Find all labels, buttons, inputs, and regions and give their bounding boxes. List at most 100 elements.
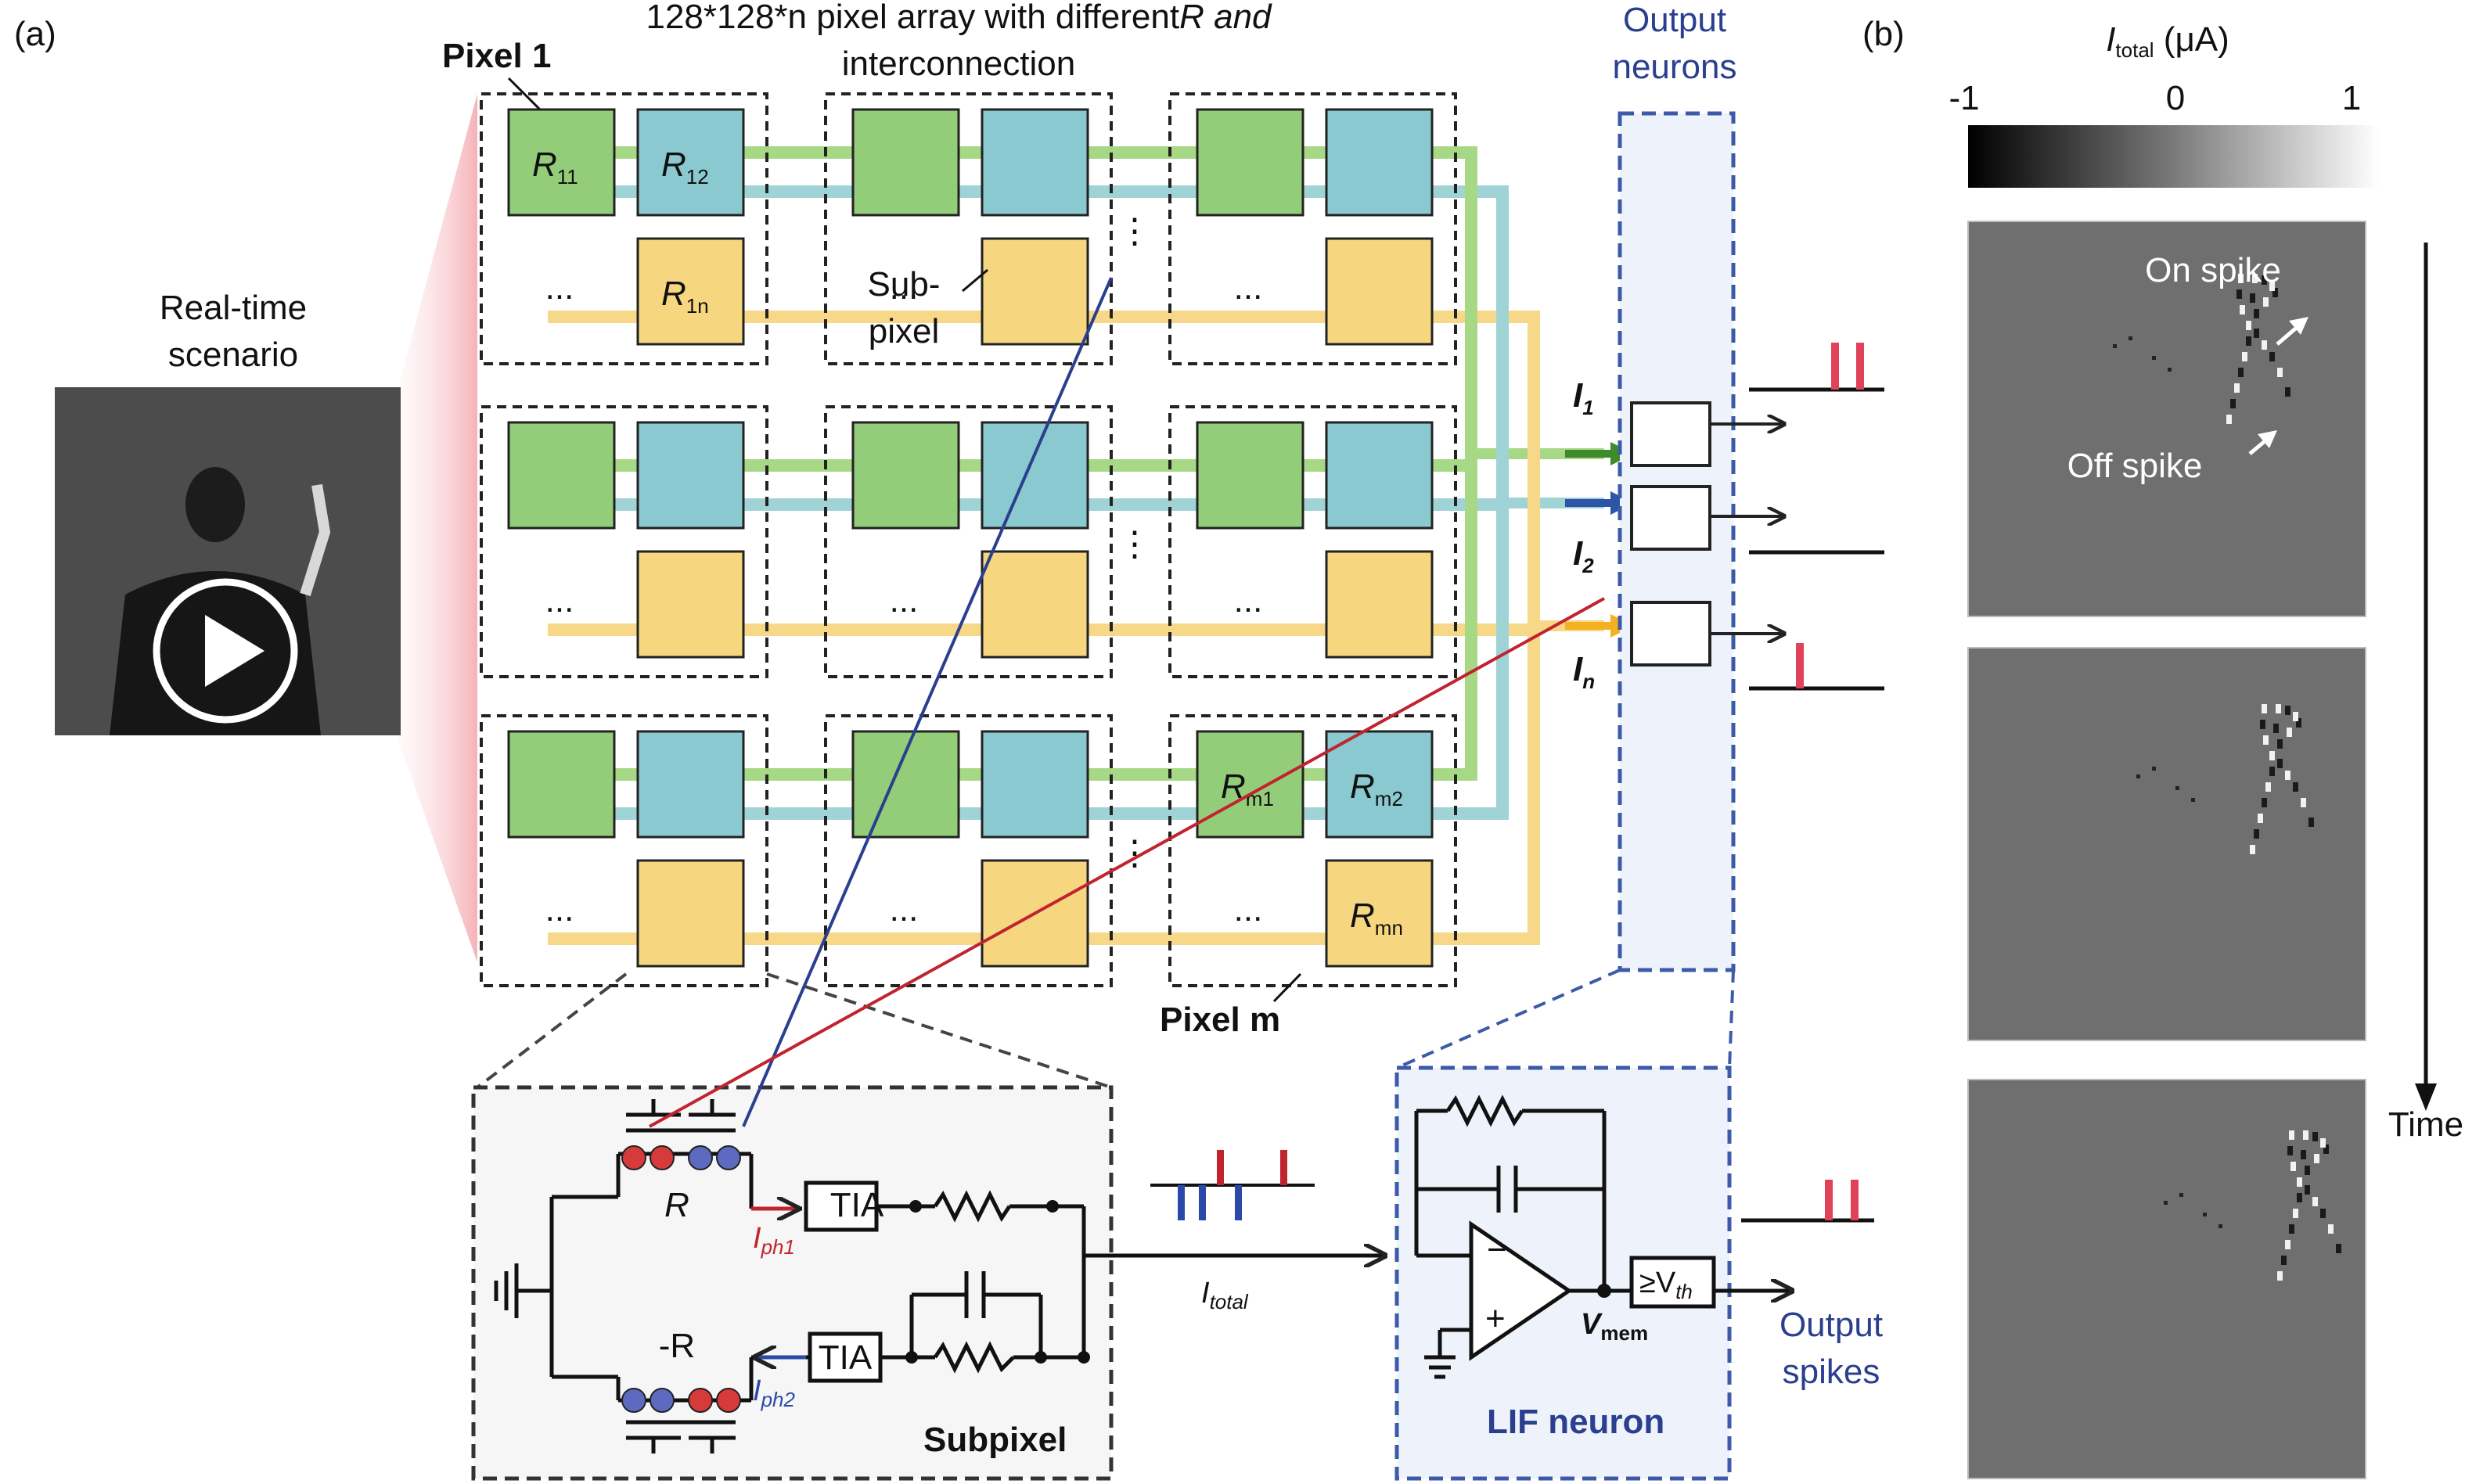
- colorbar-title: Itotal (μA): [2106, 20, 2229, 62]
- event-pixel: [2262, 340, 2267, 350]
- subpixel-square: [507, 421, 616, 530]
- subpixel-square: [1196, 421, 1304, 530]
- pixel-block: [480, 405, 768, 678]
- subpixel-square: [636, 550, 745, 659]
- event-pixel: [2234, 383, 2240, 393]
- event-pixel: [2308, 817, 2314, 827]
- event-pixel: [2218, 1224, 2222, 1228]
- ellipsis: ...: [1234, 581, 1263, 620]
- colorbar: [1968, 125, 2379, 188]
- subpixel-nodes: [905, 1200, 1090, 1364]
- event-pixel: [2287, 1146, 2293, 1155]
- event-pixel: [2269, 282, 2275, 291]
- event-pixel: [2250, 845, 2255, 854]
- current-in: In: [1573, 650, 1595, 693]
- vmem-label: Vmem: [1581, 1308, 1648, 1345]
- vmem-node: [1597, 1284, 1611, 1298]
- event-pixel: [2277, 1271, 2283, 1281]
- spike-train-1: [1749, 343, 1884, 392]
- event-pixel: [2285, 1240, 2290, 1249]
- event-pixel: [2129, 336, 2132, 340]
- event-pixel: [2152, 767, 2156, 771]
- event-pixel: [2314, 1154, 2319, 1163]
- ellipsis: ...: [1234, 268, 1263, 307]
- time-arrowhead: [2415, 1083, 2437, 1111]
- subpixel-square: [981, 550, 1089, 659]
- pixel-block: [1168, 92, 1457, 365]
- subpixel-square: [981, 108, 1089, 217]
- event-pixel: [2236, 289, 2242, 299]
- event-pixel: [2285, 771, 2290, 780]
- event-pixel: [2260, 720, 2265, 729]
- resistor-label-rm2: Rm2: [1350, 767, 1403, 810]
- person-hand: [300, 483, 331, 597]
- time-label: Time: [2388, 1105, 2463, 1144]
- opamp-plus: +: [1485, 1299, 1506, 1338]
- ellipsis: ...: [1234, 890, 1263, 929]
- array-title-line1: 128*128*n pixel array with differentR an…: [646, 0, 1272, 36]
- pixelm-label: Pixel m: [1160, 1001, 1280, 1039]
- subpixel-square: [981, 237, 1089, 346]
- vertical-dots: ⋮: [1117, 212, 1152, 250]
- subpixel-square: [507, 730, 616, 839]
- pixel-block: [480, 714, 768, 987]
- pixel-block: [480, 92, 768, 365]
- scenario-video[interactable]: [55, 387, 401, 735]
- ellipsis: ...: [890, 581, 919, 620]
- tia-bottom: TIA: [819, 1338, 873, 1377]
- event-pixel: [2262, 275, 2267, 285]
- subpixel-box: [471, 1085, 1114, 1481]
- play-icon-ring[interactable]: [153, 578, 298, 724]
- array-title-line2: interconnection: [842, 45, 1075, 83]
- event-pixel: [2296, 718, 2301, 728]
- resistor-label-r12: R12: [661, 146, 709, 189]
- lif-output-spikes: [1741, 1180, 1874, 1223]
- pixel-block: [1168, 714, 1457, 987]
- event-pixel: [2305, 1185, 2310, 1195]
- subpixel-square: [636, 421, 745, 530]
- event-frame-1: [1967, 221, 2366, 617]
- hand-events: [2113, 274, 2341, 1281]
- subpixel-square: [851, 108, 960, 217]
- event-pixel: [2136, 774, 2140, 778]
- event-pixel: [2328, 1224, 2334, 1234]
- event-pixel: [2262, 798, 2267, 807]
- event-pixel: [2336, 1244, 2341, 1253]
- play-icon[interactable]: [205, 615, 264, 687]
- person-head: [185, 467, 245, 542]
- event-pixel: [2152, 356, 2156, 360]
- event-pixel: [2191, 798, 2195, 802]
- event-pixel: [2273, 724, 2279, 733]
- event-pixel: [2242, 352, 2247, 361]
- ellipsis: ...: [890, 890, 919, 929]
- event-pixel: [2168, 368, 2172, 372]
- charge-carriers-top: [621, 1145, 741, 1170]
- resistor-label-r1n: R1n: [661, 275, 709, 318]
- event-pixel: [2281, 1256, 2287, 1265]
- ellipsis: ...: [545, 890, 574, 929]
- itotal-label: Itotal: [1201, 1277, 1249, 1313]
- subpixel-label: Subpixel: [923, 1421, 1067, 1459]
- event-pixel: [2297, 1193, 2302, 1202]
- subpixel-square: [981, 421, 1089, 530]
- subpixel-square: [507, 108, 616, 217]
- neg-r-label: -R: [659, 1327, 695, 1365]
- event-pixel: [2230, 399, 2236, 408]
- red-connection: [649, 597, 1605, 1128]
- threshold-label: ≥Vth: [1639, 1267, 1693, 1303]
- resistor-label-r11: R11: [532, 146, 578, 189]
- iph2-label: Iph2: [753, 1374, 795, 1411]
- current-i2: I2: [1573, 534, 1594, 577]
- subpixel-square: [981, 730, 1089, 839]
- zoom-line-right: [766, 972, 1112, 1089]
- event-pixel: [2250, 293, 2255, 303]
- event-pixel: [2269, 751, 2275, 760]
- subpixel-square: [636, 237, 745, 346]
- subpixel-square: [981, 859, 1089, 968]
- lif-label: LIF neuron: [1487, 1403, 1664, 1441]
- event-pixel: [2246, 321, 2251, 330]
- pixel-block: [824, 92, 1113, 365]
- output-neurons-line2: neurons: [1612, 48, 1736, 86]
- subpixel-square: [1325, 421, 1434, 530]
- neuron-2: [1630, 485, 1784, 551]
